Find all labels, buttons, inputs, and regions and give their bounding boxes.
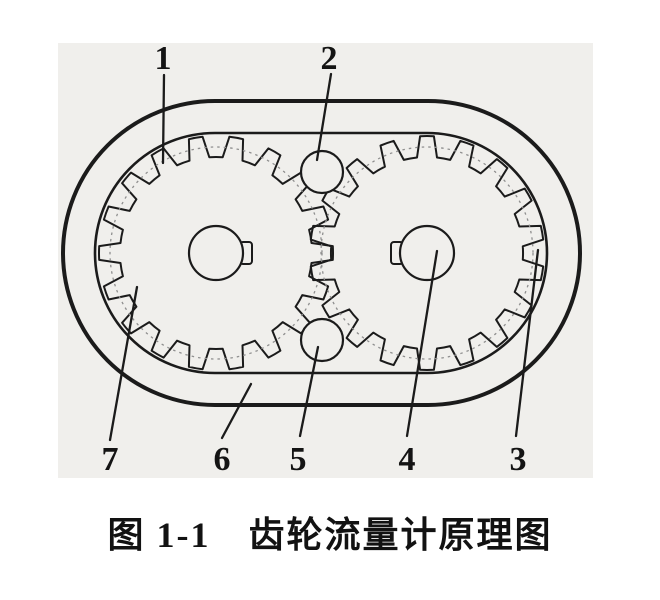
part-label-1: 1 bbox=[155, 40, 172, 77]
leader-line-1 bbox=[161, 73, 166, 165]
part-label-2: 2 bbox=[321, 40, 338, 77]
mesh-circle-bottom bbox=[299, 317, 345, 363]
part-label-7: 7 bbox=[102, 441, 119, 478]
part-label-4: 4 bbox=[399, 441, 416, 478]
mesh-circle-top bbox=[299, 149, 345, 195]
figure-caption: 图 1-1 齿轮流量计原理图 bbox=[107, 515, 553, 555]
part-label-5: 5 bbox=[290, 441, 307, 478]
gear-right-teeth bbox=[309, 134, 545, 372]
part-label-3: 3 bbox=[510, 441, 527, 478]
leader-line-5 bbox=[298, 345, 320, 438]
gear-left-pitch-circle bbox=[109, 146, 323, 360]
leader-line-3 bbox=[514, 248, 540, 438]
gear-right-shaft-hole bbox=[398, 224, 456, 282]
leader-line-2 bbox=[315, 72, 333, 162]
housing-outer bbox=[61, 99, 582, 407]
gear-right-pitch-circle bbox=[320, 146, 534, 360]
gear-left-teeth bbox=[97, 135, 335, 371]
leader-line-7 bbox=[108, 285, 139, 442]
leader-line-4 bbox=[405, 249, 439, 438]
part-label-6: 6 bbox=[214, 441, 231, 478]
leader-line-6 bbox=[220, 382, 253, 440]
gear-left-shaft-hole bbox=[187, 224, 245, 282]
